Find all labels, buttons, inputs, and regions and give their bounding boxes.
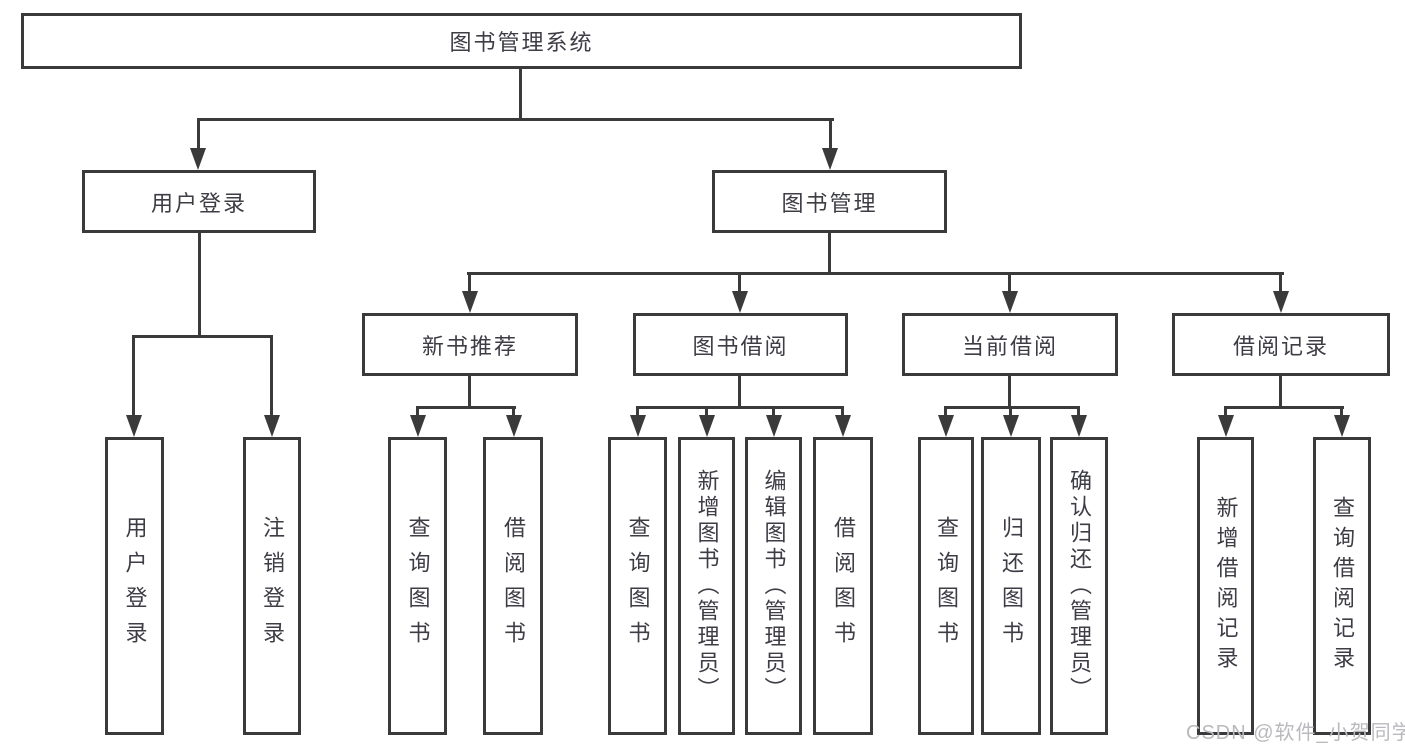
node-book-borrowing-label: 图书借阅 bbox=[692, 333, 789, 359]
node-leaf-logout: 注销登录 bbox=[243, 437, 301, 735]
node-leaf-confirm-return-admin-label: 确认归还（管理员） bbox=[1067, 469, 1092, 703]
connector-drop bbox=[1224, 406, 1227, 419]
connector-user-login-crossbar bbox=[132, 335, 273, 338]
node-leaf-query-book-borrowing: 查询图书 bbox=[608, 437, 667, 735]
connector-drop-borrowing-records bbox=[1279, 272, 1282, 296]
node-leaf-borrow-book-recommend-label: 借阅图书 bbox=[501, 516, 526, 656]
node-root-label: 图书管理系统 bbox=[449, 30, 594, 55]
node-leaf-query-book-recommend-label: 查询图书 bbox=[405, 516, 431, 656]
connector-book-borrowing-crossbar bbox=[636, 406, 844, 409]
connector-drop-new-book-recommend bbox=[468, 272, 471, 296]
node-new-book-recommend: 新书推荐 bbox=[362, 313, 578, 376]
node-leaf-query-book-recommend: 查询图书 bbox=[388, 437, 447, 735]
node-borrowing-records-label: 借阅记录 bbox=[1232, 333, 1329, 359]
connector-root-crossbar bbox=[197, 118, 834, 121]
connector-drop bbox=[1340, 406, 1343, 419]
connector-book-management-stem bbox=[828, 233, 831, 275]
node-leaf-borrow-book-borrowing: 借阅图书 bbox=[813, 437, 873, 735]
arrowhead-icon bbox=[938, 415, 954, 437]
connector-new-book-recommend-crossbar bbox=[416, 406, 516, 409]
connector-drop bbox=[636, 406, 639, 419]
node-book-management: 图书管理 bbox=[712, 170, 947, 233]
node-leaf-return-book-label: 归还图书 bbox=[999, 516, 1024, 656]
csdn-watermark: CSDN @软件_小贺同学 bbox=[1186, 722, 1405, 744]
node-leaf-query-book-borrowing-label: 查询图书 bbox=[625, 516, 651, 656]
connector-drop bbox=[1009, 406, 1012, 419]
arrowhead-icon bbox=[835, 415, 851, 437]
node-root: 图书管理系统 bbox=[21, 13, 1022, 69]
node-new-book-recommend-label: 新书推荐 bbox=[421, 333, 518, 359]
connector-book-management-crossbar bbox=[467, 272, 1284, 275]
arrowhead-icon bbox=[1002, 291, 1018, 313]
connector-new-book-recommend-stem bbox=[468, 376, 471, 406]
node-leaf-return-book: 归还图书 bbox=[981, 437, 1041, 735]
connector-drop-user-login bbox=[197, 118, 200, 152]
node-user-login: 用户登录 bbox=[82, 170, 316, 233]
arrowhead-icon bbox=[699, 415, 715, 437]
node-leaf-edit-book-admin: 编辑图书（管理员） bbox=[745, 437, 802, 735]
node-leaf-logout-label: 注销登录 bbox=[260, 516, 285, 656]
connector-borrowing-records-stem bbox=[1279, 376, 1282, 406]
arrowhead-icon bbox=[1273, 291, 1289, 313]
arrowhead-icon bbox=[462, 291, 478, 313]
arrowhead-icon bbox=[1071, 415, 1087, 437]
arrowhead-icon bbox=[506, 415, 522, 437]
arrowhead-icon bbox=[766, 415, 782, 437]
node-leaf-query-borrow-record: 查询借阅记录 bbox=[1313, 437, 1371, 735]
arrowhead-icon bbox=[190, 148, 206, 170]
arrowhead-icon bbox=[630, 415, 646, 437]
node-leaf-add-borrow-record: 新增借阅记录 bbox=[1197, 437, 1254, 735]
connector-drop bbox=[841, 406, 844, 419]
node-leaf-add-borrow-record-label: 新增借阅记录 bbox=[1213, 496, 1239, 676]
arrowhead-icon bbox=[822, 148, 838, 170]
connector-drop bbox=[416, 406, 419, 419]
node-leaf-query-borrow-record-label: 查询借阅记录 bbox=[1330, 496, 1355, 676]
node-leaf-confirm-return-admin: 确认归还（管理员） bbox=[1050, 437, 1108, 735]
connector-current-borrowing-stem bbox=[1008, 376, 1011, 406]
node-leaf-query-book-current: 查询图书 bbox=[918, 437, 974, 735]
node-leaf-add-book-admin: 新增图书（管理员） bbox=[678, 437, 735, 735]
node-leaf-add-book-admin-label: 新增图书（管理员） bbox=[694, 469, 720, 703]
connector-drop-book-management bbox=[829, 118, 832, 152]
node-current-borrowing: 当前借阅 bbox=[902, 313, 1118, 376]
connector-borrowing-records-crossbar bbox=[1224, 406, 1344, 409]
arrowhead-icon bbox=[264, 415, 280, 437]
node-leaf-user-login: 用户登录 bbox=[105, 437, 164, 735]
connector-drop-leaf-user-login bbox=[132, 335, 135, 419]
connector-drop bbox=[944, 406, 947, 419]
node-leaf-query-book-current-label: 查询图书 bbox=[934, 516, 959, 656]
arrowhead-icon bbox=[1003, 415, 1019, 437]
arrowhead-icon bbox=[732, 291, 748, 313]
node-current-borrowing-label: 当前借阅 bbox=[961, 333, 1058, 359]
connector-book-borrowing-stem bbox=[738, 376, 741, 406]
connector-drop bbox=[512, 406, 515, 419]
arrowhead-icon bbox=[1218, 415, 1234, 437]
node-leaf-borrow-book-recommend: 借阅图书 bbox=[483, 437, 543, 735]
connector-root-stem bbox=[519, 69, 522, 118]
node-leaf-borrow-book-borrowing-label: 借阅图书 bbox=[831, 516, 856, 656]
connector-user-login-stem bbox=[198, 233, 201, 335]
arrowhead-icon bbox=[410, 415, 426, 437]
connector-current-borrowing-crossbar bbox=[944, 406, 1080, 409]
node-leaf-user-login-label: 用户登录 bbox=[122, 516, 148, 656]
node-book-management-label: 图书管理 bbox=[781, 190, 878, 216]
arrowhead-icon bbox=[1334, 415, 1350, 437]
connector-drop-current-borrowing bbox=[1008, 272, 1011, 296]
arrowhead-icon bbox=[126, 415, 142, 437]
connector-drop-book-borrowing bbox=[738, 272, 741, 296]
node-user-login-label: 用户登录 bbox=[150, 190, 247, 216]
node-leaf-edit-book-admin-label: 编辑图书（管理员） bbox=[761, 469, 787, 703]
connector-drop-leaf-logout bbox=[270, 335, 273, 419]
node-book-borrowing: 图书借阅 bbox=[633, 313, 848, 376]
node-borrowing-records: 借阅记录 bbox=[1172, 313, 1390, 376]
connector-drop bbox=[772, 406, 775, 419]
connector-drop bbox=[705, 406, 708, 419]
connector-drop bbox=[1077, 406, 1080, 419]
